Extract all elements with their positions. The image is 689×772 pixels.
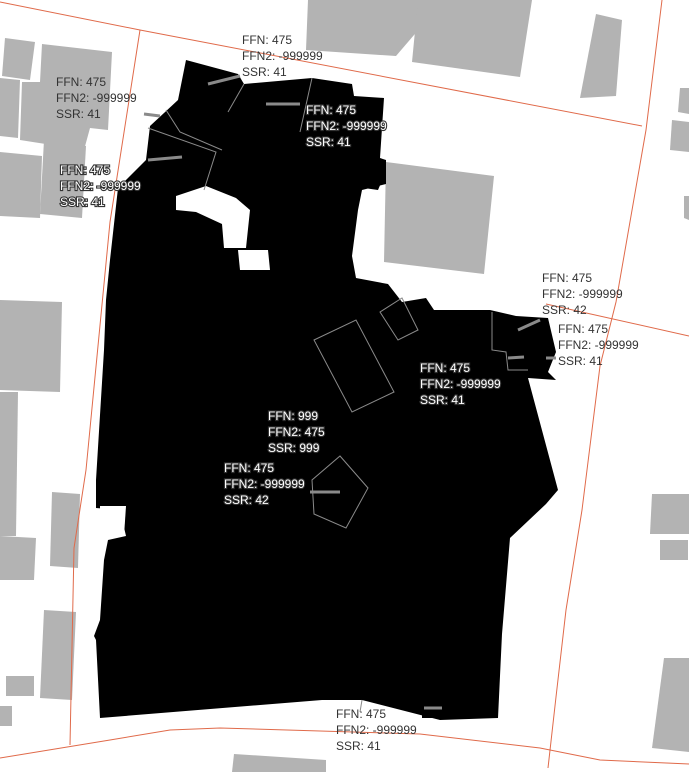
label-ssr: SSR: 999 — [268, 441, 320, 455]
building — [20, 44, 112, 150]
part-outline — [491, 312, 528, 371]
building — [0, 706, 12, 726]
map-label: FFN: 999 FFN2: 475 SSR: 999 — [267, 408, 326, 456]
label-ssr: SSR: 41 — [306, 135, 351, 149]
label-ffn: FFN: 475 — [542, 271, 592, 285]
label-ssr: SSR: 42 — [224, 493, 269, 507]
label-leader — [207, 74, 241, 86]
label-ffn2: FFN2: -999999 — [306, 119, 387, 133]
road-line — [545, 303, 689, 337]
building — [660, 540, 688, 560]
label-ffn2: FFN2: -999999 — [558, 338, 639, 352]
footprint-annex — [346, 168, 384, 190]
label-ffn2: FFN2: -999999 — [542, 287, 623, 301]
building — [670, 120, 689, 152]
part-outline — [359, 699, 363, 713]
label-ssr: SSR: 41 — [60, 195, 105, 209]
label-ssr: SSR: 42 — [542, 303, 587, 317]
map-label: FFN: 475 FFN2: -999999 SSR: 41 — [419, 360, 502, 408]
label-ffn2: FFN2: 475 — [268, 425, 325, 439]
map-label: FFN: 475 FFN2: -999999 SSR: 42 — [223, 460, 306, 508]
label-leader — [507, 355, 525, 360]
map-label: FFN: 475 FFN2: -999999 SSR: 41 — [336, 707, 417, 753]
label-ffn2: FFN2: -999999 — [60, 179, 141, 193]
label-ffn: FFN: 475 — [420, 361, 470, 375]
building — [0, 152, 42, 218]
map-label: FFN: 475 FFN2: -999999 SSR: 41 — [558, 322, 639, 368]
building — [0, 78, 20, 138]
part-outline — [313, 319, 395, 413]
building — [384, 162, 494, 274]
label-ffn: FFN: 475 — [242, 33, 292, 47]
label-ssr: SSR: 41 — [420, 393, 465, 407]
label-ffn: FFN: 999 — [268, 409, 318, 423]
label-ffn: FFN: 475 — [336, 707, 386, 721]
label-ssr: SSR: 41 — [242, 65, 287, 79]
label-ssr: SSR: 41 — [336, 739, 381, 753]
part-outline — [379, 297, 419, 341]
building — [580, 14, 622, 98]
part-outline — [147, 127, 217, 191]
footprint-layer — [94, 60, 558, 720]
building — [650, 494, 689, 534]
label-ffn2: FFN2: -999999 — [336, 723, 417, 737]
road-line — [547, 0, 663, 769]
building — [50, 492, 80, 568]
courtyard — [176, 186, 250, 248]
building — [306, 0, 420, 56]
label-ffn: FFN: 475 — [56, 75, 106, 89]
label-ffn2: FFN2: -999999 — [420, 377, 501, 391]
road-line — [0, 727, 689, 765]
label-ffn: FFN: 475 — [558, 322, 608, 336]
road-line — [69, 29, 141, 746]
part-outline — [311, 455, 369, 529]
building — [0, 392, 18, 536]
building — [2, 38, 35, 80]
label-ffn: FFN: 475 — [60, 163, 110, 177]
building — [0, 536, 36, 580]
label-ssr: SSR: 41 — [558, 354, 603, 368]
building — [0, 300, 62, 392]
map-label: FFN: 475 FFN2: -999999 SSR: 41 — [242, 33, 323, 79]
map-label: FFN: 475 FFN2: -999999 SSR: 41 — [305, 102, 388, 150]
label-ffn2: FFN2: -999999 — [242, 49, 323, 63]
label-ffn2: FFN2: -999999 — [224, 477, 305, 491]
map-label: FFN: 475 FFN2: -999999 SSR: 41 — [59, 162, 142, 210]
building — [412, 0, 532, 77]
label-ssr: SSR: 41 — [56, 107, 101, 121]
courtyard — [238, 250, 270, 270]
map-label: FFN: 475 FFN2: -999999 SSR: 41 — [56, 75, 137, 121]
label-ffn: FFN: 475 — [224, 461, 274, 475]
building — [232, 754, 326, 772]
part-outline — [299, 77, 313, 133]
courtyard — [100, 506, 126, 540]
label-leader — [147, 155, 183, 162]
main-footprint — [94, 60, 558, 720]
building — [678, 88, 689, 114]
building — [652, 658, 689, 752]
label-ffn: FFN: 475 — [306, 103, 356, 117]
building — [684, 196, 689, 220]
part-outline — [227, 83, 245, 113]
label-ffn2: FFN2: -999999 — [56, 91, 137, 105]
outlines-layer — [143, 74, 556, 713]
labels-layer: FFN: 475 FFN2: -999999 SSR: 41 FFN: 475 … — [56, 33, 639, 753]
building — [6, 676, 34, 696]
label-leader — [143, 112, 161, 118]
label-leader — [517, 318, 541, 332]
map-label: FFN: 475 FFN2: -999999 SSR: 42 — [542, 271, 623, 317]
building — [40, 610, 76, 700]
building — [40, 140, 86, 218]
part-outline — [165, 109, 223, 151]
